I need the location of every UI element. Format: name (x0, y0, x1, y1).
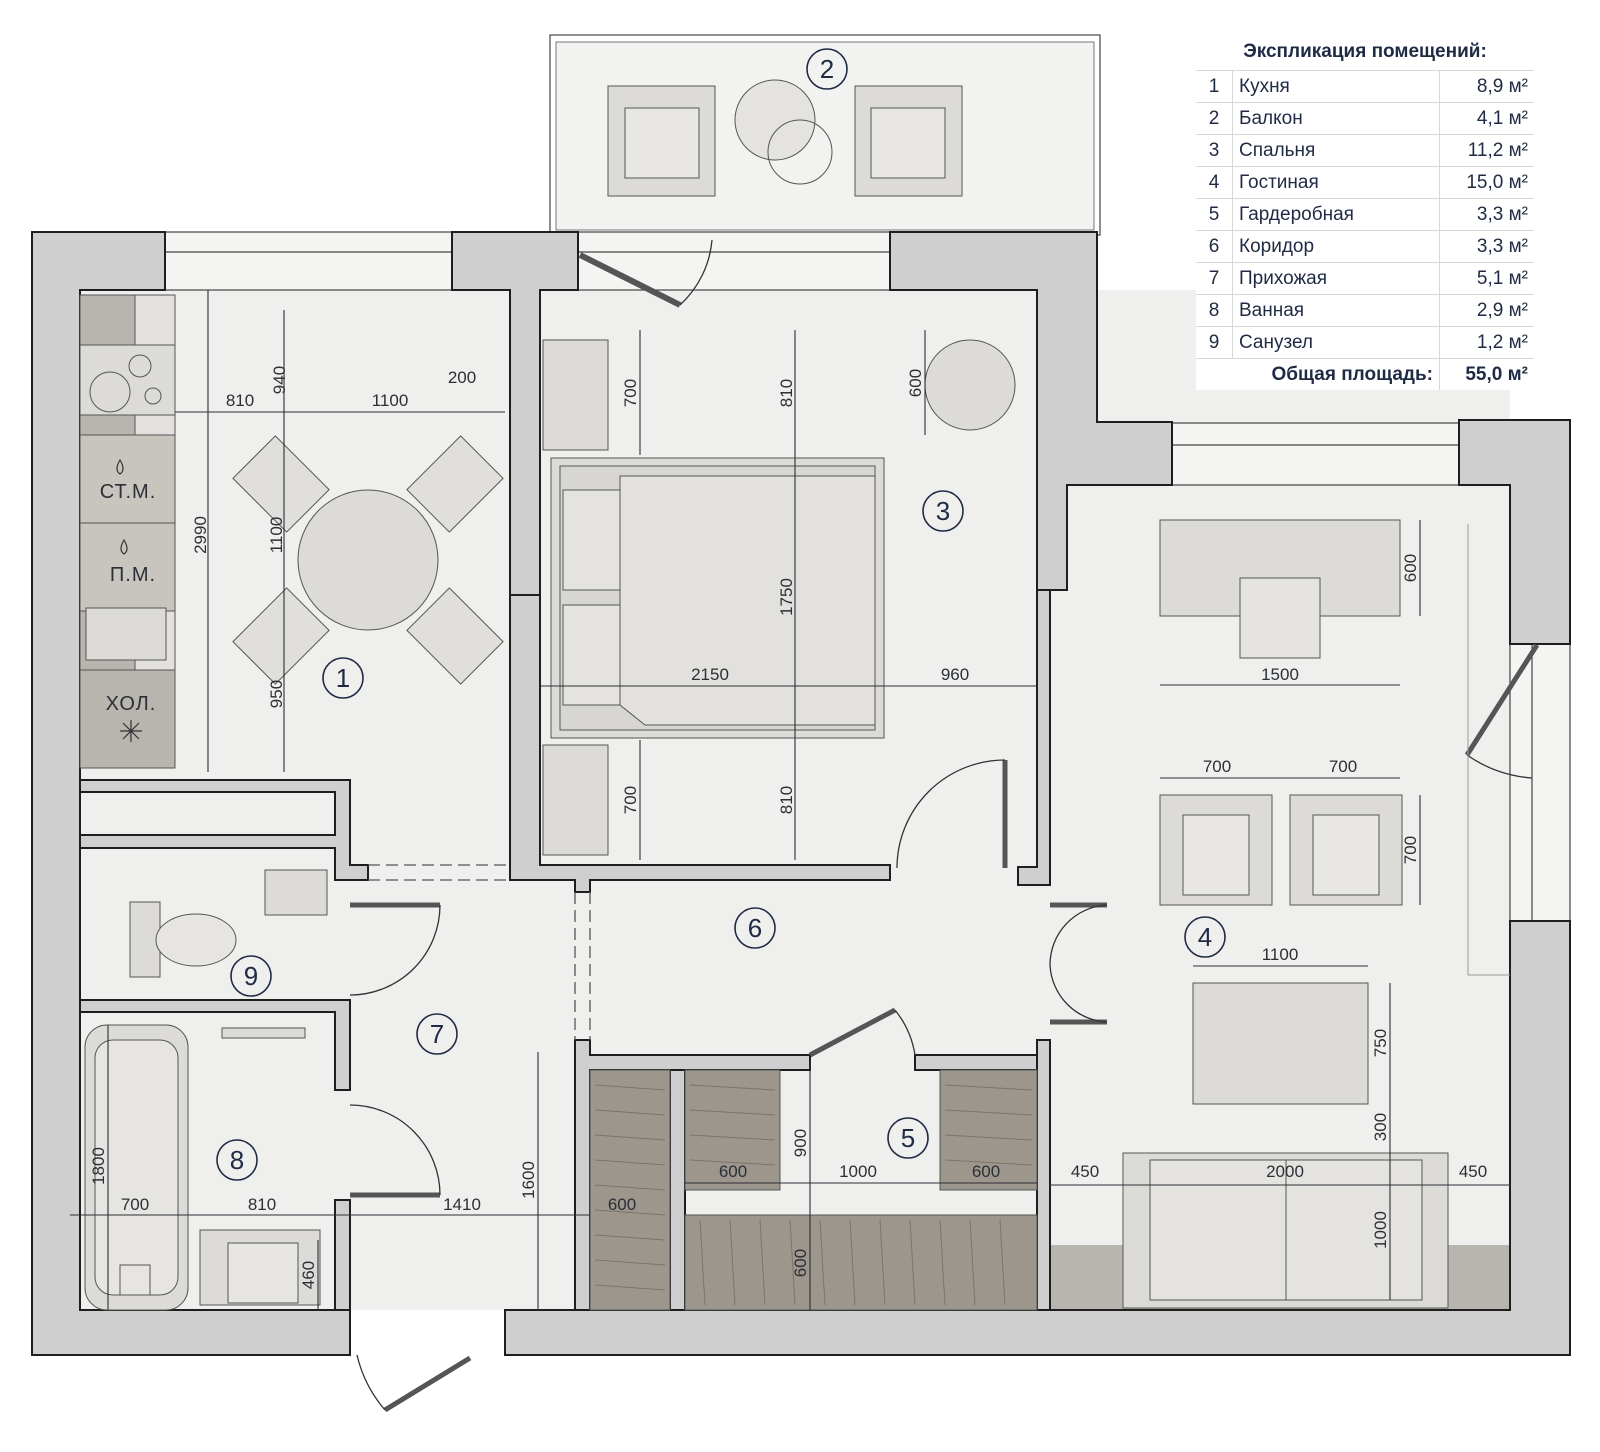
dim-1000-walkin: 1000 (839, 1162, 877, 1181)
living-furniture (1122, 519, 1510, 1309)
dim-600-wardrobe-a: 600 (719, 1162, 747, 1181)
dim-940: 940 (270, 366, 289, 394)
dim-700-nightstand-bottom: 700 (621, 786, 640, 814)
room-number-7: 7 (430, 1019, 444, 1049)
wardrobes (589, 1069, 1038, 1311)
dim-600-wardrobe-left: 600 (608, 1195, 636, 1214)
dim-2990: 2990 (191, 516, 210, 554)
dim-1100-coffee-table: 1100 (1262, 945, 1299, 964)
room-number-5: 5 (901, 1123, 915, 1153)
dim-1600: 1600 (519, 1161, 538, 1199)
room-number-4: 4 (1198, 922, 1212, 952)
dim-900: 900 (791, 1129, 810, 1157)
dim-600-desk: 600 (1401, 554, 1420, 582)
room-number-6: 6 (748, 913, 762, 943)
dim-600-wardrobe-b: 600 (972, 1162, 1000, 1181)
dim-1100-table: 1100 (372, 391, 409, 410)
dim-2000: 2000 (1266, 1162, 1304, 1181)
room-numbers: 1 2 3 4 5 6 7 8 9 (230, 54, 1212, 1175)
dining-set (232, 435, 504, 685)
dim-1750: 1750 (777, 578, 796, 616)
dim-1100-kitchen: 1100 (267, 517, 286, 554)
room-number-9: 9 (244, 961, 258, 991)
fridge-label: ХОЛ. (106, 693, 157, 715)
balcony-furniture (607, 79, 963, 197)
dim-810-bed-bottom: 810 (777, 786, 796, 814)
dim-1000-sofa: 1000 (1371, 1211, 1390, 1249)
dim-2150: 2150 (691, 665, 729, 684)
room-number-2: 2 (820, 54, 834, 84)
total-row: Общая площадь:55,0 м² (1196, 358, 1534, 390)
dim-810-bath: 810 (248, 1195, 276, 1214)
room-markers (216, 48, 1226, 1181)
windows (164, 231, 1571, 922)
dim-600-wardrobe-bottom: 600 (791, 1249, 810, 1277)
legend-title: Экспликация помещений: (1196, 34, 1534, 71)
dim-750: 750 (1371, 1029, 1390, 1057)
dim-700-armchair-right: 700 (1329, 757, 1357, 776)
dim-450-left: 450 (1071, 1162, 1099, 1181)
dim-450-right: 450 (1459, 1162, 1487, 1181)
dim-960: 960 (941, 665, 969, 684)
dim-1800: 1800 (89, 1147, 108, 1185)
doors (349, 239, 1540, 1413)
dim-700-bath: 700 (121, 1195, 149, 1214)
wardrobe-hatch (594, 1084, 1033, 1306)
dim-950: 950 (267, 680, 286, 708)
dim-460: 460 (299, 1261, 318, 1289)
kitchen-counter (79, 294, 176, 769)
total-label: Общая площадь: (1196, 358, 1440, 390)
dimension-lines (70, 290, 1510, 1310)
dim-600-pouf: 600 (906, 369, 925, 397)
dim-300: 300 (1371, 1113, 1390, 1141)
dim-810-kitchen: 810 (226, 391, 254, 410)
room-number-1: 1 (336, 663, 350, 693)
dim-810-bed-top: 810 (777, 379, 796, 407)
dim-1410: 1410 (443, 1195, 481, 1214)
dishwasher-label: П.М. (110, 564, 156, 586)
dim-700-armchair-height: 700 (1401, 836, 1420, 864)
total-area: 55,0 м² (1439, 358, 1534, 390)
dim-700-armchair-left: 700 (1203, 757, 1231, 776)
openings (368, 864, 591, 1040)
washer-label: СТ.М. (100, 481, 157, 503)
dim-200: 200 (448, 368, 476, 387)
walls (31, 231, 1571, 1356)
dim-1500: 1500 (1261, 665, 1299, 684)
bathroom-fixtures (84, 869, 328, 1311)
appliance-labels: СТ.М. П.М. ХОЛ. (100, 458, 157, 742)
room-number-3: 3 (936, 496, 950, 526)
dim-700-nightstand-top: 700 (621, 379, 640, 407)
dimension-texts: 940 810 1100 200 2990 1100 950 700 810 6… (89, 366, 1487, 1289)
room-number-8: 8 (230, 1145, 244, 1175)
